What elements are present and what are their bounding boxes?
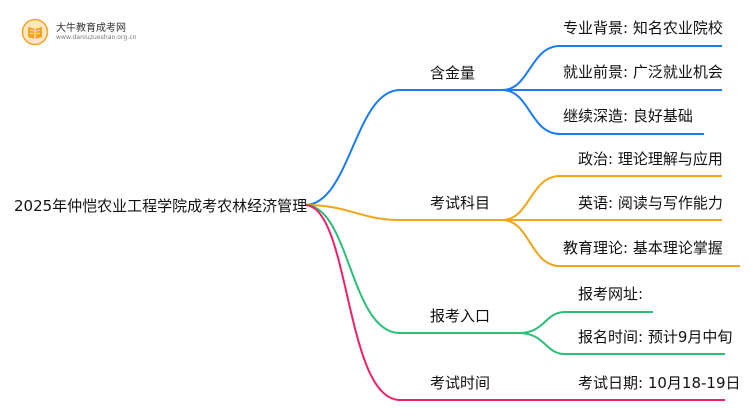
branch-kaoshishijian: 考试时间 <box>430 374 491 392</box>
leaf-zhuanye-beijing: 专业背景: 知名农业院校 <box>563 19 723 37</box>
leaf-jixu-shenzao: 继续深造: 良好基础 <box>563 107 693 125</box>
connector-kaoshikemu-1 <box>501 175 722 221</box>
leaf-kaoshi-riqi: 考试日期: 10月18-19日 <box>578 374 741 392</box>
branch-kaoshikemu: 考试科目 <box>430 194 491 212</box>
leaf-baokao-wangzhi: 报考网址: <box>578 285 644 303</box>
branch-baokaorukou: 报考入口 <box>430 307 491 325</box>
connector-hanjinliang-3 <box>501 89 704 135</box>
book-logo-icon <box>21 18 49 46</box>
site-logo: 大牛教育成考网 www.daniuzueshao.org.cn <box>20 16 140 50</box>
connector-root-hanjinliang <box>304 89 502 206</box>
branch-hanjinliang: 含金量 <box>430 64 476 82</box>
logo-url: www.daniuzueshao.org.cn <box>56 34 137 41</box>
leaf-yingyu: 英语: 阅读与写作能力 <box>578 194 723 212</box>
leaf-jiaoyu-lilun: 教育理论: 基本理论掌握 <box>563 239 723 257</box>
mindmap-root: 2025年仲恺农业工程学院成考农林经济管理 <box>14 197 308 215</box>
leaf-jiuye-qianjing: 就业前景: 广泛就业机会 <box>563 63 723 81</box>
logo-name: 大牛教育成考网 <box>56 23 126 34</box>
leaf-zhengzhi: 政治: 理论理解与应用 <box>578 150 723 168</box>
connector-baokaorukou-2 <box>518 332 725 355</box>
connector-root-baokaorukou <box>304 204 519 334</box>
connector-kaoshikemu-3 <box>501 219 740 267</box>
leaf-baoming-shijian: 报名时间: 预计9月中旬 <box>578 328 733 346</box>
connector-hanjinliang-1 <box>501 45 722 91</box>
connector-root-kaoshishijian <box>304 204 519 401</box>
connector-baokaorukou-1 <box>518 311 653 334</box>
connector-root-kaoshikemu <box>304 204 502 221</box>
